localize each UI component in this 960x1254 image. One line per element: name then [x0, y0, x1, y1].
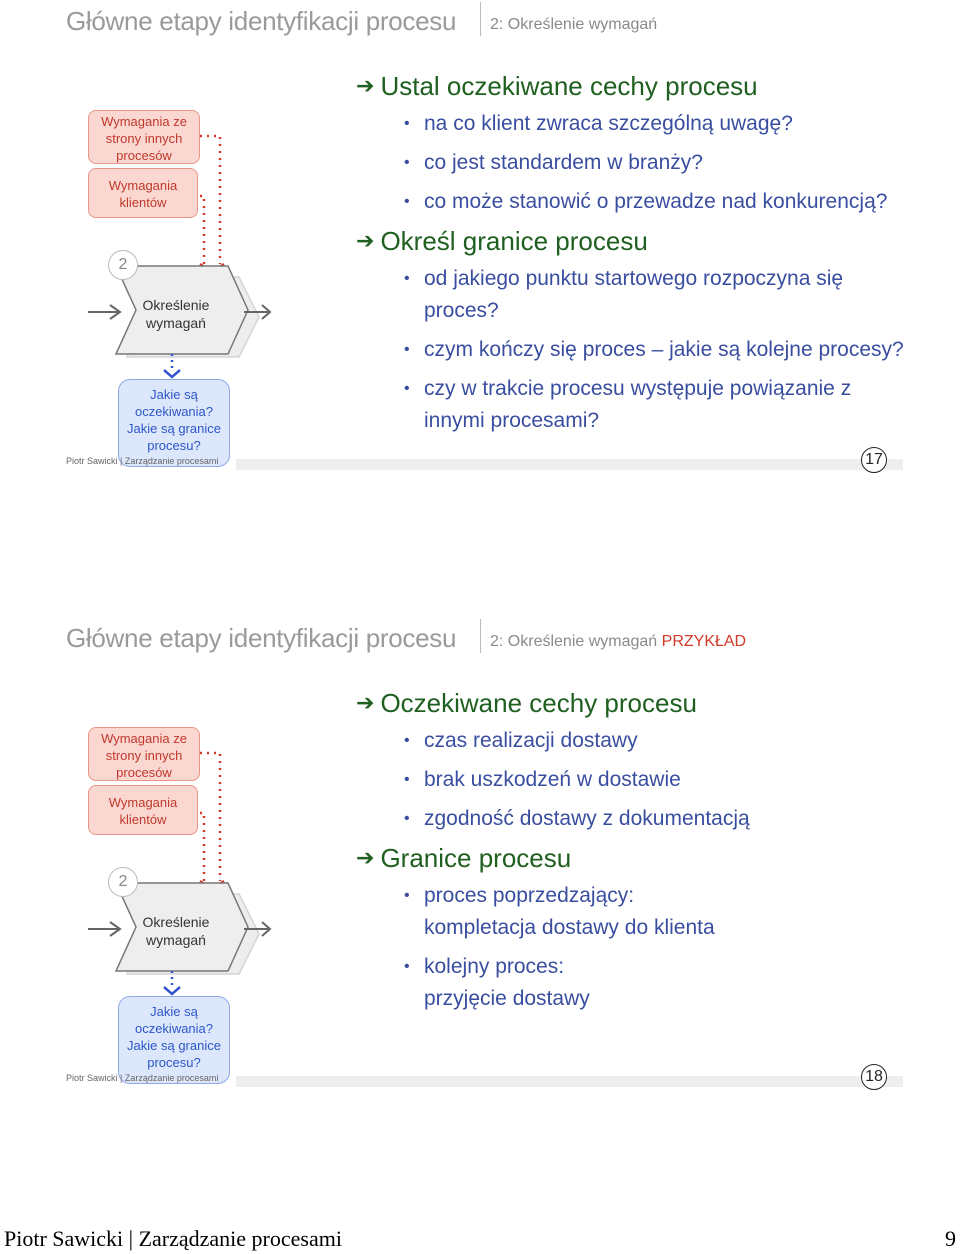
- slide-subtitle: 2: Określenie wymagań: [490, 16, 657, 34]
- bullet-icon: •: [404, 771, 410, 788]
- footer-bar: [236, 459, 903, 470]
- step-number: 2: [108, 867, 138, 897]
- slide-subtitle: 2: Określenie wymagań PRZYKŁAD: [490, 633, 746, 651]
- list-item: •czy w trakcie procesu występuje powiąza…: [356, 373, 864, 437]
- list-item: •czas realizacji dostawy: [356, 725, 916, 757]
- bullet-icon: •: [404, 732, 410, 749]
- list-item: •co może stanowić o przewadze nad konkur…: [356, 186, 916, 218]
- bullet-icon: •: [404, 958, 410, 975]
- bullet-icon: •: [404, 887, 410, 904]
- customer-requirements-box: Wymagania klientów: [88, 785, 198, 835]
- process-step-label: Określenie wymagań: [142, 297, 210, 331]
- bullet-icon: •: [404, 380, 410, 397]
- step-number: 2: [108, 250, 138, 280]
- questions-box: Jakie są oczekiwania? Jakie są granice p…: [118, 379, 230, 467]
- diagram-connectors: [88, 134, 272, 379]
- requirements-other-processes-box: Wymagania ze strony innych procesów: [88, 110, 200, 164]
- list-item: •kolejny proces: przyjęcie dostawy: [356, 951, 624, 1015]
- arrow-right-icon: ➔: [356, 845, 375, 870]
- section-heading: ➔Oczekiwane cechy procesu: [356, 688, 697, 718]
- list-item: •proces poprzedzający: kompletacja dosta…: [356, 880, 724, 944]
- slide-footer: Piotr Sawicki | Zarządzanie procesami: [66, 1073, 219, 1083]
- subtitle-text: 2: Określenie wymagań: [490, 633, 658, 650]
- list-item: •od jakiego punktu startowego rozpoczyna…: [356, 263, 864, 327]
- bullet-icon: •: [404, 193, 410, 210]
- requirements-other-processes-box: Wymagania ze strony innych procesów: [88, 727, 200, 781]
- arrow-right-icon: ➔: [356, 690, 375, 715]
- section-heading: ➔Określ granice procesu: [356, 226, 648, 256]
- page-number: 9: [945, 1226, 956, 1251]
- section-heading: ➔Ustal oczekiwane cechy procesu: [356, 71, 758, 101]
- process-diagram: Wymagania ze strony innych procesów Wyma…: [84, 721, 284, 1084]
- slide-17: Główne etapy identyfikacji procesu 2: Ok…: [0, 0, 960, 480]
- process-diagram: Wymagania ze strony innych procesów Wyma…: [84, 104, 284, 467]
- slide-content: ➔Oczekiwane cechy procesu •czas realizac…: [356, 687, 916, 1022]
- slide-content: ➔Ustal oczekiwane cechy procesu •na co k…: [356, 70, 916, 444]
- page-footer: Piotr Sawicki | Zarządzanie procesami 9: [0, 1224, 960, 1254]
- slide-number: 18: [861, 1064, 887, 1090]
- bullet-icon: •: [404, 341, 410, 358]
- slide-title: Główne etapy identyfikacji procesu: [66, 623, 457, 653]
- list-item: •zgodność dostawy z dokumentacją: [356, 803, 916, 835]
- slide-18: Główne etapy identyfikacji procesu 2: Ok…: [0, 617, 960, 1097]
- bullet-icon: •: [404, 115, 410, 132]
- list-item: •brak uszkodzeń w dostawie: [356, 764, 916, 796]
- arrow-right-icon: ➔: [356, 73, 375, 98]
- slide-title: Główne etapy identyfikacji procesu: [66, 6, 457, 36]
- bullet-icon: •: [404, 810, 410, 827]
- subtitle-accent: PRZYKŁAD: [661, 633, 747, 650]
- slide-number: 17: [861, 447, 887, 473]
- list-item: •na co klient zwraca szczególną uwagę?: [356, 108, 916, 140]
- diagram-connectors: [88, 751, 272, 996]
- page-footer-author: Piotr Sawicki | Zarządzanie procesami: [4, 1226, 342, 1251]
- process-step-label: Określenie wymagań: [142, 914, 210, 948]
- list-item: •czym kończy się proces – jakie są kolej…: [356, 334, 916, 366]
- list-item: •co jest standardem w branży?: [356, 147, 916, 179]
- customer-requirements-box: Wymagania klientów: [88, 168, 198, 218]
- section-heading: ➔Granice procesu: [356, 843, 572, 873]
- footer-bar: [236, 1076, 903, 1087]
- bullet-icon: •: [404, 270, 410, 287]
- title-separator: [480, 2, 481, 36]
- title-separator: [480, 619, 481, 653]
- bullet-icon: •: [404, 154, 410, 171]
- arrow-right-icon: ➔: [356, 228, 375, 253]
- slide-footer: Piotr Sawicki | Zarządzanie procesami: [66, 456, 219, 466]
- questions-box: Jakie są oczekiwania? Jakie są granice p…: [118, 996, 230, 1084]
- subtitle-text: 2: Określenie wymagań: [490, 16, 658, 33]
